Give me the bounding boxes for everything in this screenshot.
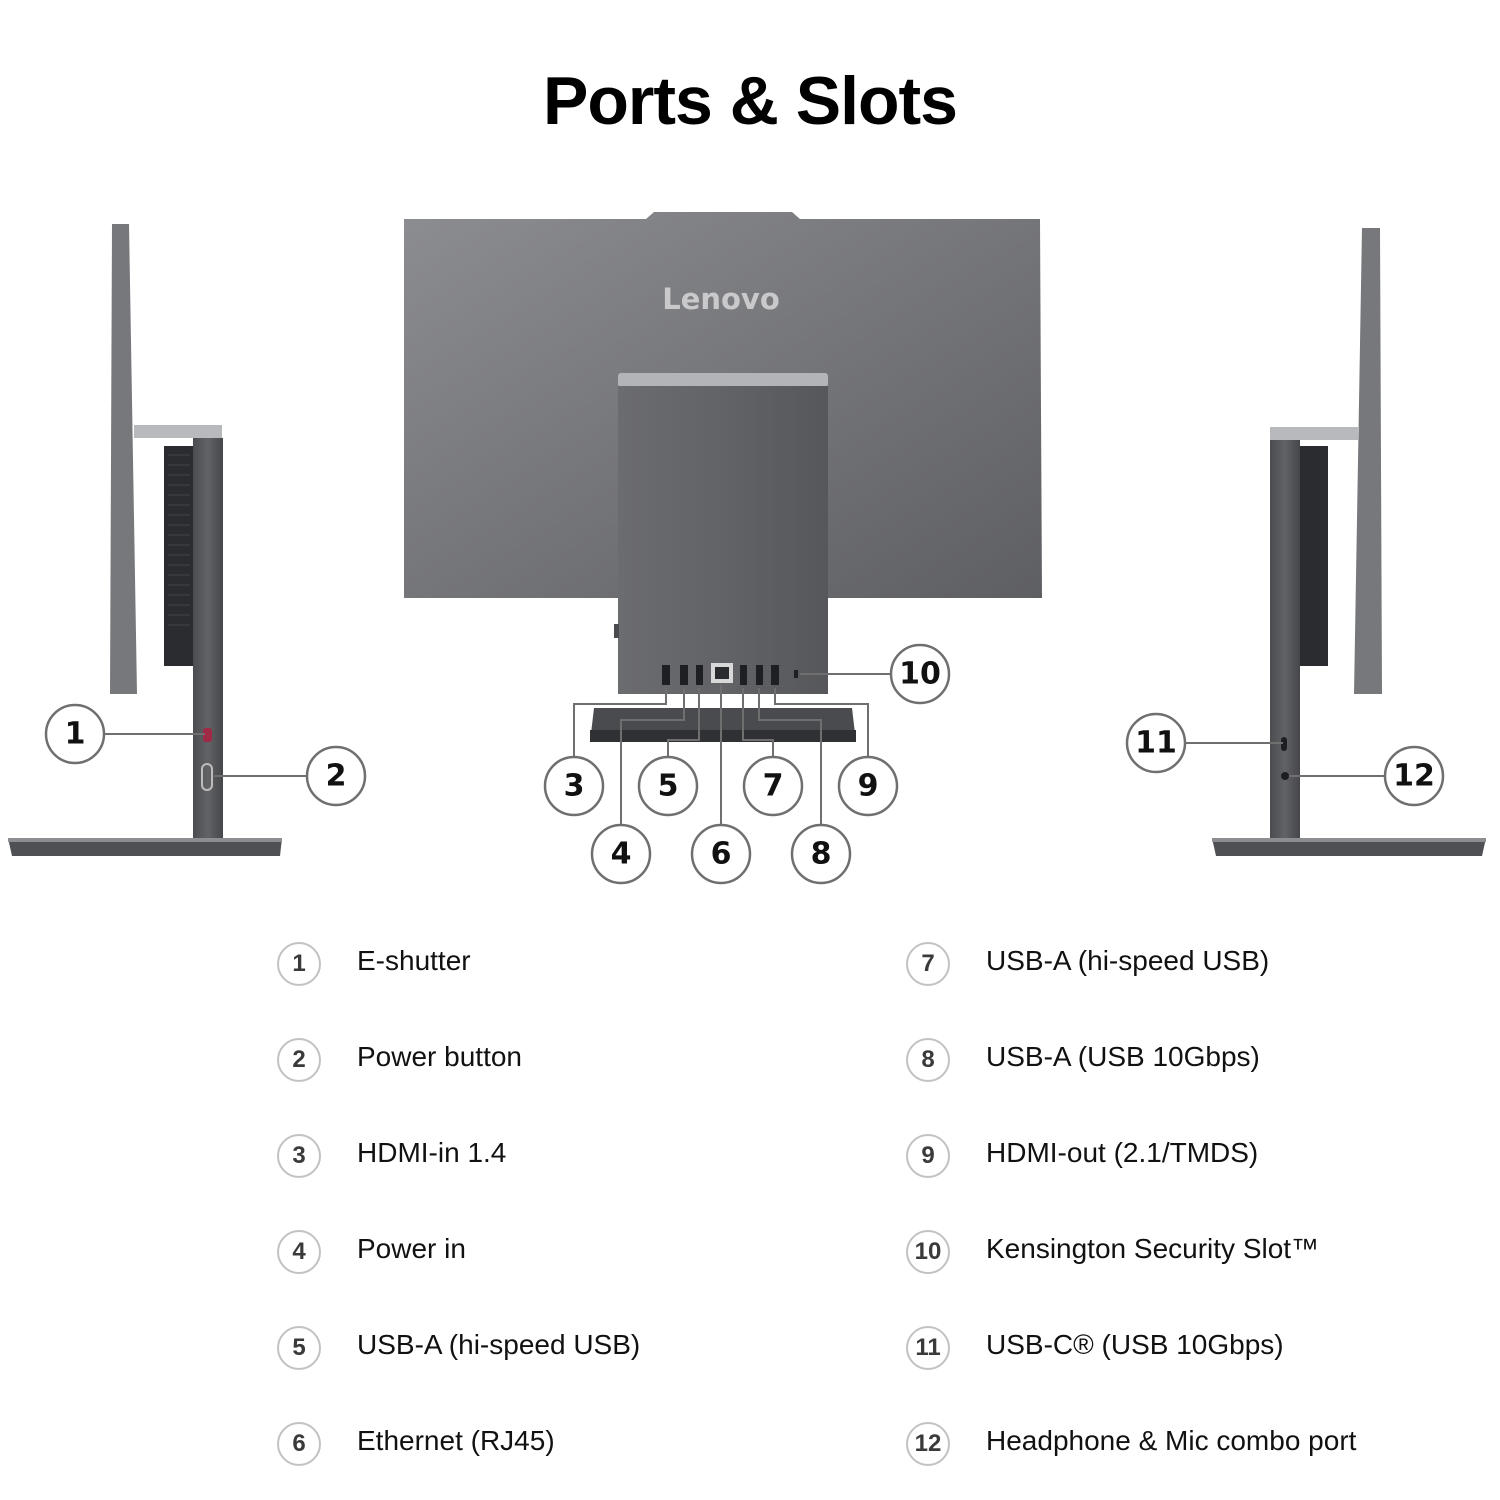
callout-12: 12 <box>1383 745 1445 807</box>
svg-text:6: 6 <box>711 837 732 872</box>
callout-9: 9 <box>837 755 899 817</box>
callout-5: 5 <box>637 755 699 817</box>
kensington-slot <box>794 670 798 678</box>
legend-label: HDMI-out (2.1/TMDS) <box>986 1137 1259 1168</box>
legend-item: 6 Ethernet (RJ45) <box>277 1419 555 1469</box>
svg-text:12: 12 <box>1393 759 1435 794</box>
svg-text:4: 4 <box>611 837 632 872</box>
device-figure: Lenovo <box>8 212 1486 885</box>
legend-number-badge: 6 <box>277 1422 321 1466</box>
right-side-view <box>1212 228 1486 856</box>
left-screen-edge <box>110 224 137 694</box>
svg-text:11: 11 <box>1135 726 1177 761</box>
callout-10: 10 <box>889 643 951 705</box>
legend-number-badge: 10 <box>906 1230 950 1274</box>
legend-item: 1 E-shutter <box>277 939 471 989</box>
legend-number-badge: 4 <box>277 1230 321 1274</box>
audio-jack-shape <box>1281 772 1289 780</box>
legend-label: E-shutter <box>357 945 471 976</box>
callout-7: 7 <box>742 755 804 817</box>
legend-item: 10 Kensington Security Slot™ <box>906 1227 1319 1277</box>
legend-number-badge: 7 <box>906 942 950 986</box>
left-vent-block <box>164 446 194 666</box>
legend-number-badge: 5 <box>277 1326 321 1370</box>
callout-11: 11 <box>1125 712 1187 774</box>
right-base <box>1212 838 1486 856</box>
left-hinge <box>134 425 222 438</box>
callout-2: 2 <box>305 745 367 807</box>
legend-item: 11 USB-C® (USB 10Gbps) <box>906 1323 1284 1373</box>
legend-item: 12 Headphone & Mic combo port <box>906 1419 1356 1469</box>
legend-number-badge: 9 <box>906 1134 950 1178</box>
legend-label: Headphone & Mic combo port <box>986 1425 1357 1456</box>
left-stand-pole <box>193 438 223 840</box>
callout-4: 4 <box>590 823 652 885</box>
usb-a-port-5 <box>696 665 703 685</box>
left-vent-slits <box>168 454 190 626</box>
callout-3: 3 <box>543 755 605 817</box>
legend-label: Power button <box>357 1041 522 1072</box>
callout-1: 1 <box>44 703 106 765</box>
rear-port-row <box>662 663 798 685</box>
svg-text:1: 1 <box>65 717 86 752</box>
legend-label: Power in <box>357 1233 466 1264</box>
legend-number-badge: 8 <box>906 1038 950 1082</box>
legend-label: Kensington Security Slot™ <box>986 1233 1320 1264</box>
svg-text:8: 8 <box>811 837 832 872</box>
legend-label: USB-C® (USB 10Gbps) <box>986 1329 1284 1360</box>
page-title: Ports & Slots <box>543 63 958 139</box>
left-side-view <box>8 224 282 856</box>
power-in-port <box>680 665 688 685</box>
legend-label: USB-A (hi-speed USB) <box>357 1329 641 1360</box>
legend-item: 5 USB-A (hi-speed USB) <box>277 1323 640 1373</box>
right-screen-edge <box>1354 228 1382 694</box>
rear-hinge-cap <box>618 373 828 387</box>
legend-number-badge: 1 <box>277 942 321 986</box>
svg-text:3: 3 <box>564 769 585 804</box>
legend-label: USB-A (hi-speed USB) <box>986 945 1270 976</box>
svg-text:9: 9 <box>858 769 879 804</box>
lenovo-logo: Lenovo <box>662 282 780 316</box>
legend-item: 3 HDMI-in 1.4 <box>277 1131 506 1181</box>
leader-lines <box>105 673 1385 825</box>
legend-label: Ethernet (RJ45) <box>357 1425 555 1456</box>
legend-item: 9 HDMI-out (2.1/TMDS) <box>906 1131 1258 1181</box>
rear-stand-column <box>618 386 828 694</box>
legend-item: 2 Power button <box>277 1035 522 1085</box>
usb-a-port-8 <box>756 665 763 685</box>
right-hinge <box>1270 427 1358 440</box>
usb-a-port-7 <box>740 665 747 685</box>
power-button-shape <box>201 763 213 791</box>
legend-item: 4 Power in <box>277 1227 466 1277</box>
svg-text:10: 10 <box>899 657 941 692</box>
callout-6: 6 <box>690 823 752 885</box>
legend-label: USB-A (USB 10Gbps) <box>986 1041 1260 1072</box>
hdmi-in-port <box>662 665 670 685</box>
legend-number-badge: 2 <box>277 1038 321 1082</box>
svg-text:2: 2 <box>326 759 347 794</box>
callout-8: 8 <box>790 823 852 885</box>
legend-item: 7 USB-A (hi-speed USB) <box>906 939 1269 989</box>
svg-text:7: 7 <box>763 769 784 804</box>
rear-view: Lenovo <box>404 212 1042 742</box>
left-base <box>8 838 282 856</box>
usb-c-port-shape <box>1281 737 1287 751</box>
legend-item: 8 USB-A (USB 10Gbps) <box>906 1035 1260 1085</box>
svg-text:5: 5 <box>658 769 679 804</box>
legend-label: HDMI-in 1.4 <box>357 1137 507 1168</box>
legend-number-badge: 11 <box>906 1326 950 1370</box>
hdmi-out-port <box>771 665 779 685</box>
right-rear-block <box>1298 446 1328 666</box>
legend-number-badge: 3 <box>277 1134 321 1178</box>
legend-number-badge: 12 <box>906 1422 950 1466</box>
e-shutter-switch <box>203 728 212 742</box>
